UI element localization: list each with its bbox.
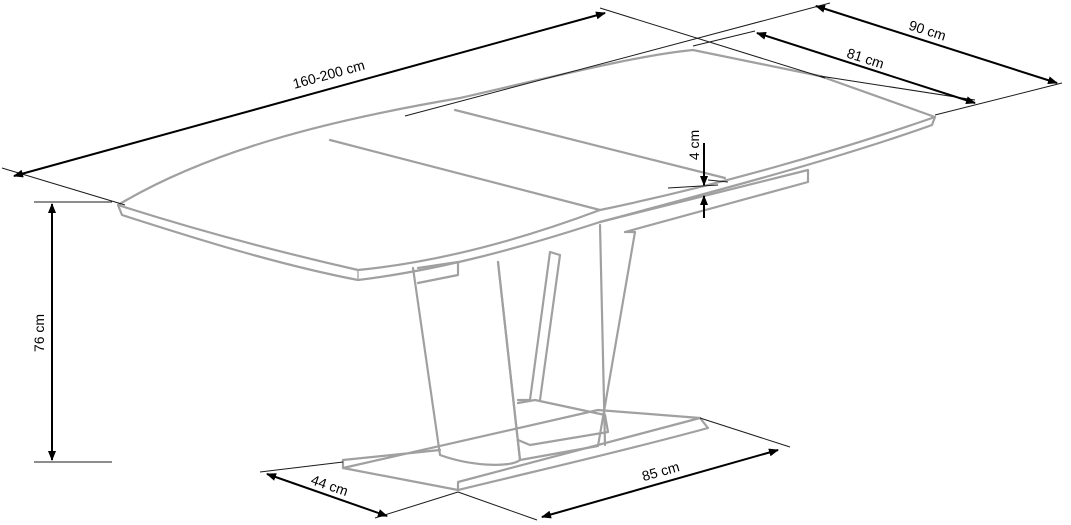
dimension-arrows [13, 4, 1058, 519]
dim-length-arrow [13, 11, 606, 178]
label-length: 160-200 cm [291, 57, 367, 92]
table-drawing [116, 48, 937, 492]
pedestal [411, 260, 522, 466]
extension-seam-left [328, 138, 602, 212]
dim-base-length-arrow [541, 448, 779, 519]
extension-seam-right [453, 108, 727, 180]
dimension-labels: 160-200 cm 90 cm 81 cm 4 cm 76 cm 44 cm … [31, 17, 948, 499]
label-thickness: 4 cm [686, 130, 702, 160]
dim-base-width-arrow [266, 473, 388, 517]
dim-width-outer-arrow [815, 4, 1058, 85]
under-frame [416, 168, 810, 285]
label-width-outer: 90 cm [907, 17, 948, 44]
label-height: 76 cm [31, 314, 47, 352]
tabletop-edge [116, 115, 937, 282]
tabletop-surface [116, 48, 937, 272]
dim-width-inner-arrow [756, 31, 976, 105]
